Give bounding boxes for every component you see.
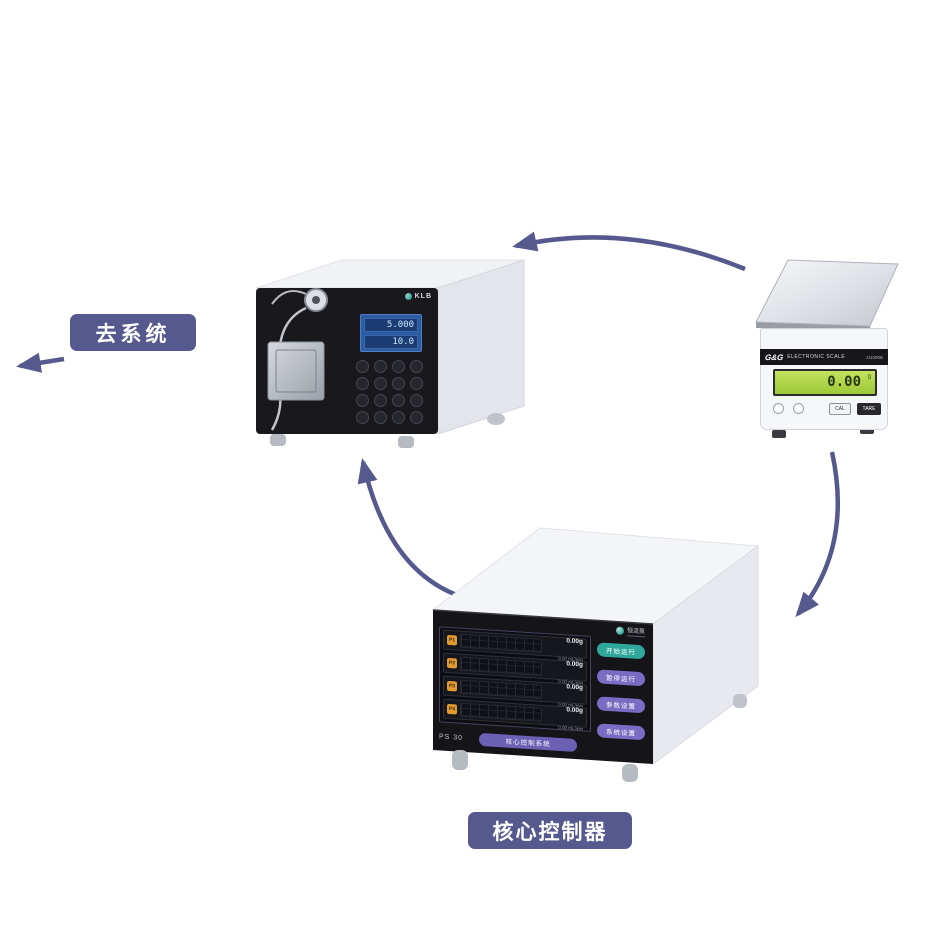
pump-foot-right: [398, 436, 414, 448]
scale-unit-button: [793, 403, 804, 414]
pump-key: [392, 377, 405, 390]
controller-button-column: 开始运行 暂停运行 参数设置 系统设置: [597, 642, 647, 753]
controller-run-button: 开始运行: [597, 642, 645, 660]
controller-brand-logo: 恒流泵: [615, 625, 645, 638]
pump-keypad: [356, 360, 426, 424]
pump-valve-center: [312, 296, 320, 304]
scale-keypad: CAL TARE: [761, 401, 889, 417]
scale-device: G&G ELECTRONIC SCALE JJ1000B 0.00 g CAL …: [750, 248, 900, 448]
label-core-controller-text: 核心控制器: [492, 820, 608, 844]
controller-params-button: 参数设置: [597, 696, 645, 714]
controller-banner: 核心控制系统: [479, 732, 578, 752]
controller-brand-text: 恒流泵: [626, 625, 645, 638]
channel-tag: P3: [447, 680, 457, 692]
channel-tag: P2: [447, 657, 457, 669]
channel-chart: [460, 702, 542, 722]
pump-tubing-inlet: [271, 290, 307, 305]
controller-device: 恒流泵 P1 0.00g 0.00 mL/min P2 0.00g 0.00 m…: [425, 518, 770, 808]
pump-key: [356, 360, 369, 373]
controller-pause-button: 暂停运行: [597, 669, 645, 687]
pump-key: [392, 411, 405, 424]
pump-key: [356, 394, 369, 407]
scale-tare-button: TARE: [857, 403, 881, 415]
pump-key: [356, 377, 369, 390]
pump-key: [410, 394, 423, 407]
controller-front-controls: 恒流泵 P1 0.00g 0.00 mL/min P2 0.00g 0.00 m…: [433, 610, 653, 764]
scale-brand-text: G&G: [764, 352, 784, 362]
controller-foot-side: [733, 694, 747, 708]
scale-body-svg: [755, 259, 899, 438]
pump-display: 5.000 10.0: [360, 314, 422, 352]
channel-value: 0.00g: [566, 637, 583, 646]
channel-chart: [460, 633, 542, 653]
channel-chart: [460, 656, 542, 676]
pump-key: [374, 394, 387, 407]
pump-display-line1: 5.000: [364, 318, 418, 332]
pump-display-line2: 10.0: [364, 335, 418, 349]
scale-power-button: [773, 403, 784, 414]
arrow-scale-to-controller: [795, 451, 841, 618]
scale-display-value: 0.00: [827, 374, 861, 390]
scale-display: 0.00 g: [773, 369, 877, 396]
scale-housing: G&G ELECTRONIC SCALE JJ1000B 0.00 g CAL …: [760, 328, 888, 430]
pump-brand-logo: KLB: [404, 293, 432, 300]
pump-key: [356, 411, 369, 424]
pump-foot-left: [270, 434, 286, 446]
label-to-system: 去系统: [70, 314, 196, 351]
pump-key: [374, 360, 387, 373]
pump-brand-text: KLB: [414, 293, 432, 300]
pump-key: [410, 377, 423, 390]
controller-touchscreen: P1 0.00g 0.00 mL/min P2 0.00g 0.00 mL/mi…: [439, 626, 591, 732]
scale-platform: [755, 259, 899, 327]
pump-side-face: [437, 259, 525, 435]
channel-subvalue: 0.00 mL/min: [558, 724, 583, 732]
pump-device: KLB 5.000 10.0: [256, 254, 526, 454]
scale-cal-button: CAL: [829, 403, 851, 415]
pump-head-plate: [275, 349, 317, 393]
scale-model-text: JJ1000B: [865, 354, 883, 360]
pump-key: [374, 411, 387, 424]
channel-value: 0.00g: [566, 683, 583, 692]
scale-display-unit: g: [867, 374, 871, 380]
channel-value: 0.00g: [566, 706, 583, 715]
label-core-controller: 核心控制器: [468, 812, 632, 849]
channel-value: 0.00g: [566, 660, 583, 669]
arrow-to-system: [16, 352, 65, 373]
scale-brand-band: G&G ELECTRONIC SCALE JJ1000B: [760, 349, 888, 365]
pump-front-controls: KLB 5.000 10.0: [256, 288, 438, 434]
channel-tag: P1: [447, 634, 457, 646]
pump-key: [392, 394, 405, 407]
pump-foot-side: [487, 413, 505, 425]
arrow-scale-to-pump: [512, 231, 746, 272]
controller-model-text: PS 30: [439, 732, 464, 742]
label-to-system-text: 去系统: [95, 322, 171, 346]
pump-head: [267, 341, 325, 401]
channel-row: P4 0.00g 0.00 mL/min: [443, 698, 587, 731]
pump-key: [392, 360, 405, 373]
pump-key: [410, 360, 423, 373]
controller-foot-right: [622, 764, 638, 782]
pump-brand-icon: [404, 293, 412, 300]
pump-key: [374, 377, 387, 390]
channel-chart: [460, 679, 542, 699]
controller-foot-left: [452, 750, 468, 770]
scale-foot-left: [772, 430, 786, 438]
scale-title-text: ELECTRONIC SCALE: [787, 354, 846, 360]
pump-key: [410, 411, 423, 424]
controller-panel-edge: [432, 609, 654, 625]
channel-tag: P4: [447, 703, 457, 715]
controller-brand-icon: [615, 626, 624, 635]
